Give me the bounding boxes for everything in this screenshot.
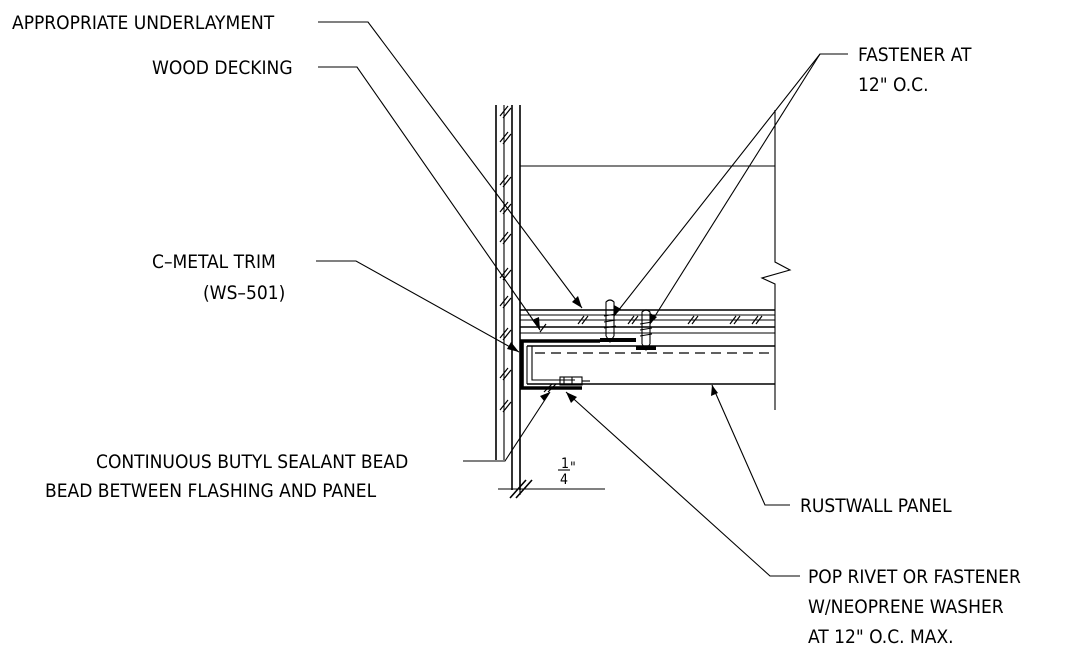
decking-hatch (539, 315, 763, 333)
pop-rivet (559, 376, 590, 386)
wood-decking-layers (520, 309, 775, 334)
dimension-numerator: 1 (561, 456, 569, 472)
label-rivet-line1: POP RIVET OR FASTENER (808, 566, 1021, 588)
label-rivet-line2: W/NEOPRENE WASHER (808, 596, 1004, 618)
label-trim-line2: (WS–501) (203, 282, 285, 304)
label-rustwall-panel: RUSTWALL PANEL (800, 495, 952, 517)
upper-structure (520, 110, 792, 410)
wall-section (495, 105, 521, 490)
label-trim-line1: C–METAL TRIM (152, 251, 276, 273)
dimension-unit: " (570, 460, 576, 476)
label-fastener-line1: FASTENER AT (858, 44, 972, 66)
leader-lines (316, 21, 848, 577)
label-fastener-line2: 12" O.C. (858, 74, 929, 96)
arrowheads (507, 296, 718, 403)
fastener-screw-2 (636, 309, 656, 351)
dimension-gap (498, 384, 605, 499)
label-sealant-line1: CONTINUOUS BUTYL SEALANT BEAD (96, 451, 408, 473)
label-sealant-line2: BEAD BETWEEN FLASHING AND PANEL (45, 480, 377, 502)
label-rivet-line3: AT 12" O.C. MAX. (808, 626, 954, 648)
dimension-denominator: 4 (560, 472, 568, 488)
label-wood-decking: WOOD DECKING (152, 57, 293, 79)
rustwall-panel (526, 345, 775, 385)
label-underlayment: APPROPRIATE UNDERLAYMENT (12, 12, 275, 34)
sealant-bead (543, 383, 557, 393)
wall-hatch (499, 105, 512, 413)
